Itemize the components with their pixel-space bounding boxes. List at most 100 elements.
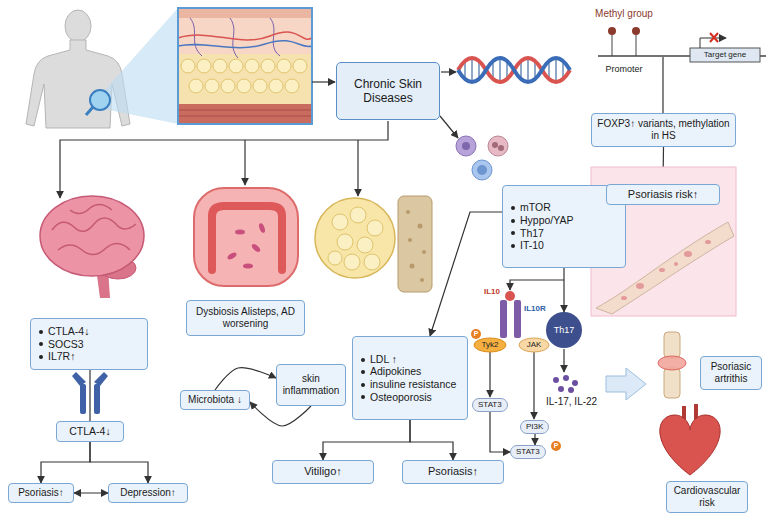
brain-organ (40, 196, 144, 298)
fat-tissue-part (315, 198, 395, 278)
dna-helix-part (458, 58, 570, 82)
receptor-symbol-part (80, 384, 86, 414)
brain-organ-part (40, 196, 144, 276)
person-figure-part (65, 10, 91, 42)
node-text: Th17 (554, 325, 575, 336)
bone-tissue-part-part (422, 250, 426, 254)
annotation-label: Target gene (704, 50, 746, 60)
skin-section-part (181, 59, 307, 93)
psoriasis-panel-part-part (621, 296, 627, 300)
outcome-box: Psoriasis risk↑ (606, 184, 720, 205)
cycle-box: skin inflammation (276, 364, 346, 406)
bone-tissue-part (398, 196, 432, 292)
connector (74, 492, 108, 493)
node-text: Hyppo/YAP (509, 214, 619, 227)
node-text: Depression↑ (120, 487, 176, 499)
il10-receptor-part (474, 338, 506, 352)
skin-section-part (178, 54, 312, 104)
node-text: PI3K (526, 422, 543, 432)
receptor-symbol-part (72, 372, 86, 386)
bone-tissue (398, 196, 432, 292)
outcome-box: Vitiligo↑ (272, 460, 374, 484)
node-text: Psoriasis↑ (428, 465, 478, 478)
il10-receptor-part (519, 338, 549, 352)
bone-tissue-part-part (410, 264, 415, 269)
joint-illustration-part (664, 368, 680, 398)
skin-section-part-part (213, 59, 227, 73)
brain-organ-part (52, 204, 136, 254)
skin-section-part-part (221, 79, 235, 93)
immune-cells-part (472, 160, 492, 180)
fat-tissue-part-part (364, 254, 380, 270)
skin-section-part-part (261, 59, 275, 73)
gut-organ-part-part (251, 243, 262, 253)
node-text: CTLA-4↓ (37, 325, 141, 338)
gene-schematic-part (608, 27, 616, 35)
finding-box: Dysbiosis Alisteps, AD worsening (186, 300, 305, 336)
node-text: Vitiligo↑ (304, 465, 342, 478)
connector (490, 412, 510, 452)
gene-schematic-part (690, 48, 760, 62)
connector (41, 442, 90, 483)
skin-section-part-part (245, 59, 259, 73)
skin-section-part-part (181, 59, 195, 73)
connector (430, 212, 502, 336)
skin-section-part-part (197, 59, 211, 73)
bone-tissue-part-part (418, 224, 423, 229)
connector (563, 268, 564, 312)
gene-box: CTLA-4↓ (56, 421, 124, 442)
fat-tissue-part-part (337, 234, 353, 250)
molecule-label: IL10R (524, 304, 546, 314)
flow-arrow-part (563, 349, 564, 372)
cycle-box: Microbiota ↓ (180, 390, 250, 410)
skin-section-part (178, 8, 312, 124)
gene-schematic (598, 27, 766, 62)
annotation-label: Promoter (605, 64, 642, 75)
protein-pill: STAT3 (472, 398, 508, 412)
node-text: IL7R↑ (37, 350, 141, 363)
skin-section-part-part (269, 79, 283, 93)
node-text: Psoriasis↑ (18, 487, 64, 499)
skin-section-part-part (205, 79, 219, 93)
joint-illustration-part (664, 332, 680, 358)
bone-tissue-part-part (420, 278, 424, 282)
flow-arrow-part (662, 57, 663, 113)
dna-helix-part (458, 58, 570, 82)
phospho-label: P (554, 442, 559, 450)
psoriasis-panel-part-part (674, 262, 678, 266)
il10-receptor (471, 291, 561, 451)
node-text: Dysbiosis Alisteps, AD worsening (191, 306, 300, 330)
flow-arrow-part (60, 121, 388, 198)
skin-section-part (178, 110, 312, 116)
flow-arrow-part (440, 116, 458, 138)
fat-tissue-part (328, 207, 383, 270)
connector (410, 420, 453, 460)
phospho-label: P (474, 330, 479, 338)
cell-circle: Th17 (546, 312, 582, 348)
node-text: Adipokines (359, 365, 461, 378)
hollow-arrow (606, 368, 646, 400)
fat-tissue-part-part (332, 214, 348, 230)
gene-list: CTLA-4↓SOCS3IL7R↑ (30, 318, 148, 370)
gut-organ (194, 188, 298, 286)
immune-cells-part (456, 136, 476, 156)
skin-section-part-part (277, 59, 291, 73)
fat-tissue (315, 198, 395, 278)
gene-schematic-part (710, 33, 718, 42)
skin-section (178, 8, 312, 124)
flow-arrow-part (510, 280, 564, 290)
immune-cells-part (462, 142, 470, 150)
immune-cells-part (477, 165, 487, 175)
skin-section-part (178, 18, 312, 54)
gut-organ-part (194, 188, 298, 286)
flow-arrow-part (533, 352, 534, 419)
node-text: IT-10 (509, 239, 619, 252)
molecule-label: IL10 (484, 287, 500, 297)
cytokine-dots-part (568, 387, 574, 393)
flow-arrow-part (357, 140, 358, 196)
protein-pill: STAT3 (510, 445, 546, 459)
node-text: Microbiota ↓ (188, 394, 242, 406)
node-text: Chronic Skin Diseases (341, 77, 435, 106)
